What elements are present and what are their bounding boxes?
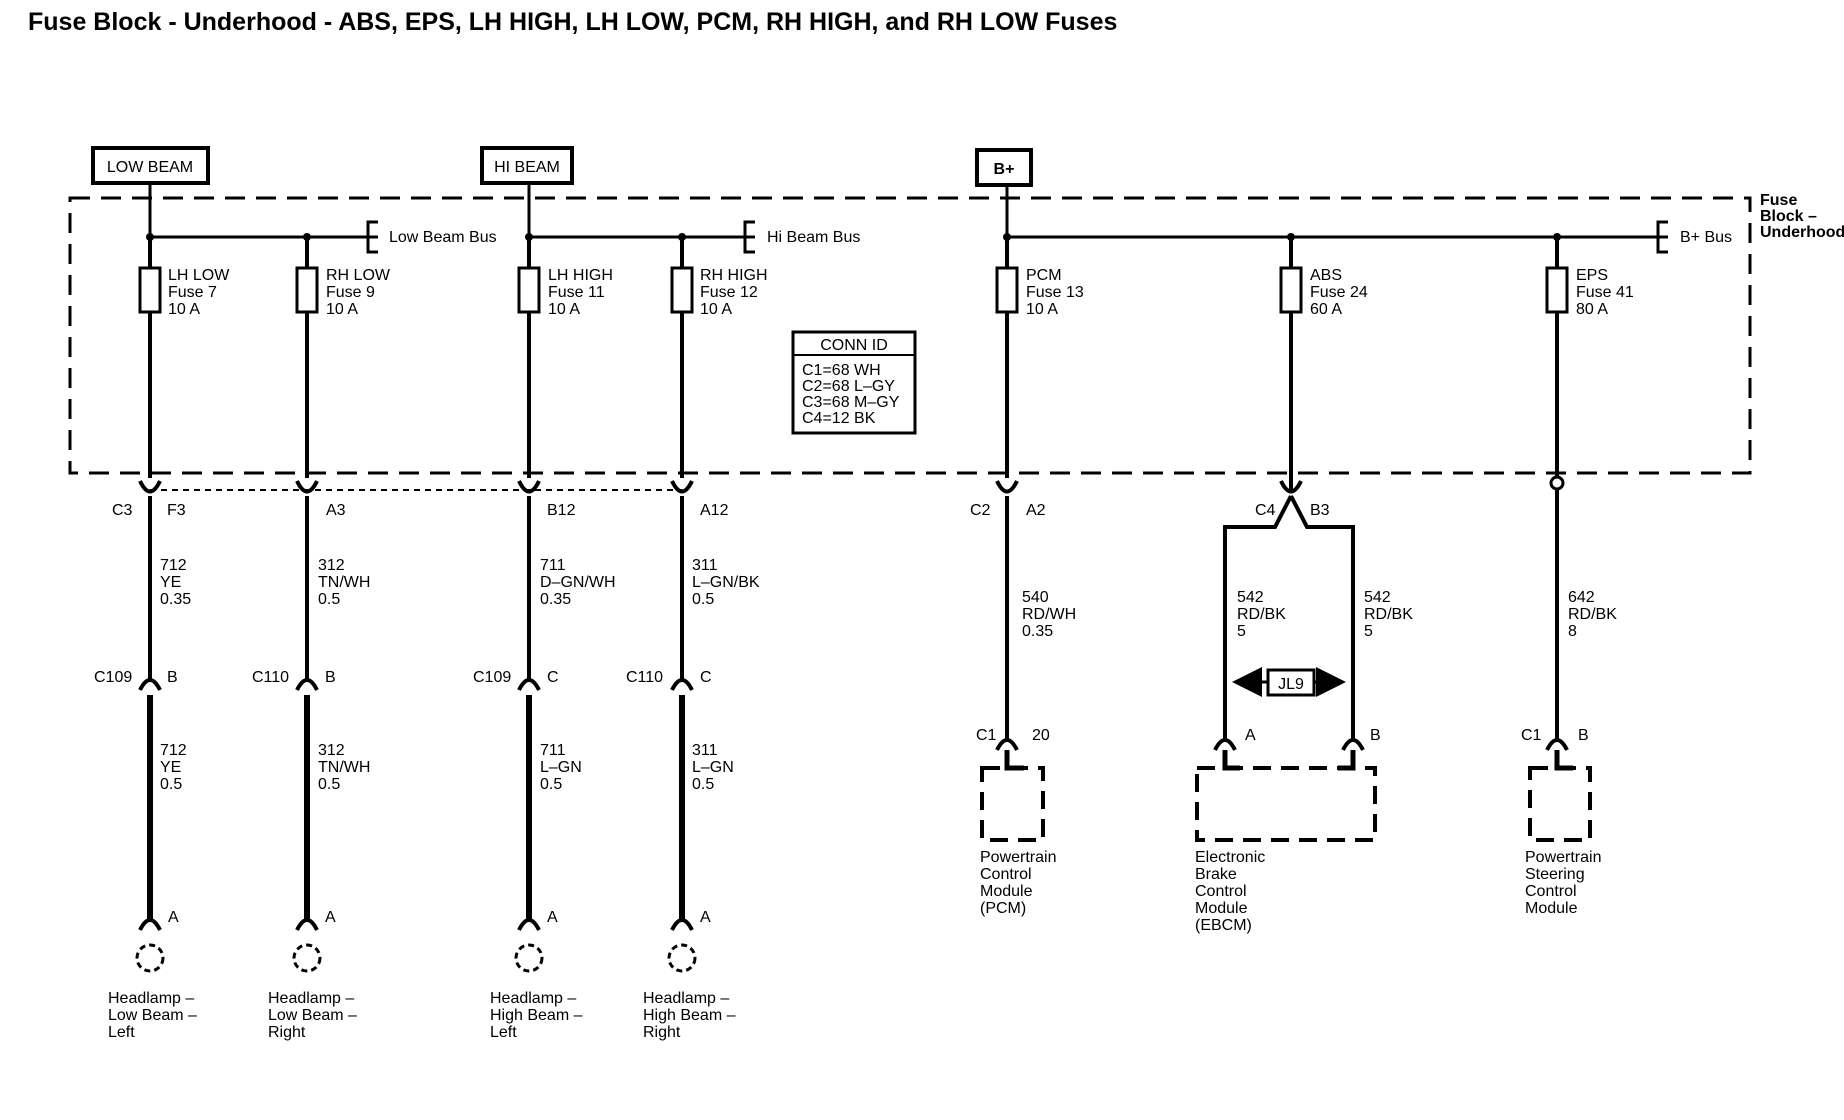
svg-text:C110: C110 — [252, 669, 289, 686]
svg-text:A: A — [1245, 727, 1256, 744]
svg-text:CONN ID: CONN ID — [820, 337, 888, 354]
svg-text:C109: C109 — [473, 669, 511, 686]
svg-text:Headlamp –High Beam –Left: Headlamp –High Beam –Left — [490, 990, 583, 1041]
svg-text:A: A — [547, 909, 558, 926]
svg-text:B: B — [1578, 727, 1589, 744]
svg-text:C3=68 M–GY: C3=68 M–GY — [802, 394, 900, 411]
svg-text:20: 20 — [1032, 727, 1050, 744]
jumper-jl9: JL9 — [1278, 676, 1304, 693]
fuse-block-label: Fuse Block – Underhood — [1760, 192, 1844, 241]
svg-text:C109: C109 — [94, 669, 132, 686]
svg-text:Headlamp –Low Beam –Left: Headlamp –Low Beam –Left — [108, 990, 197, 1041]
svg-text:C4=12 BK: C4=12 BK — [802, 410, 876, 427]
svg-text:F3: F3 — [167, 502, 186, 519]
svg-text:C1=68 WH: C1=68 WH — [802, 362, 881, 379]
source-hi-beam: HI BEAM — [480, 146, 574, 185]
svg-text:C1: C1 — [1521, 727, 1542, 744]
page-title: Fuse Block - Underhood - ABS, EPS, LH HI… — [28, 8, 1118, 36]
conn-c3: C3 — [112, 502, 133, 519]
svg-text:Headlamp –Low Beam –Right: Headlamp –Low Beam –Right — [268, 990, 357, 1041]
svg-text:C2=68 L–GY: C2=68 L–GY — [802, 378, 895, 395]
svg-text:B+ Bus: B+ Bus — [1680, 229, 1732, 246]
svg-text:B: B — [1370, 727, 1381, 744]
svg-text:LOW BEAM: LOW BEAM — [107, 159, 193, 176]
svg-text:A: A — [325, 909, 336, 926]
svg-text:A2: A2 — [1026, 502, 1046, 519]
hi-beam-bus: Hi Beam Bus — [525, 220, 860, 254]
svg-text:Hi Beam Bus: Hi Beam Bus — [767, 229, 860, 246]
svg-text:B: B — [167, 669, 178, 686]
conn-id-table: CONN ID C1=68 WH C2=68 L–GY C3=68 M–GY C… — [791, 330, 917, 435]
conn-c2: C2 — [970, 502, 991, 519]
svg-text:Headlamp –High Beam –Right: Headlamp –High Beam –Right — [643, 990, 736, 1041]
fuse-block-outline — [68, 196, 1752, 475]
svg-text:A: A — [700, 909, 711, 926]
svg-text:B+: B+ — [994, 161, 1015, 178]
svg-text:A12: A12 — [700, 502, 729, 519]
conn-c4: C4 — [1255, 502, 1276, 519]
svg-text:B: B — [325, 669, 336, 686]
svg-text:B12: B12 — [547, 502, 576, 519]
svg-text:B3: B3 — [1310, 502, 1330, 519]
b-plus-bus: B+ Bus — [1003, 220, 1732, 254]
source-b-plus: B+ — [975, 148, 1033, 187]
svg-text:A: A — [168, 909, 179, 926]
source-low-beam: LOW BEAM — [91, 146, 210, 185]
svg-text:Low Beam Bus: Low Beam Bus — [389, 229, 497, 246]
svg-text:C: C — [700, 669, 712, 686]
svg-text:C110: C110 — [626, 669, 663, 686]
svg-text:C: C — [547, 669, 559, 686]
svg-text:A3: A3 — [326, 502, 346, 519]
svg-text:HI BEAM: HI BEAM — [494, 159, 560, 176]
low-beam-bus: Low Beam Bus — [146, 220, 497, 254]
svg-text:C1: C1 — [976, 727, 997, 744]
